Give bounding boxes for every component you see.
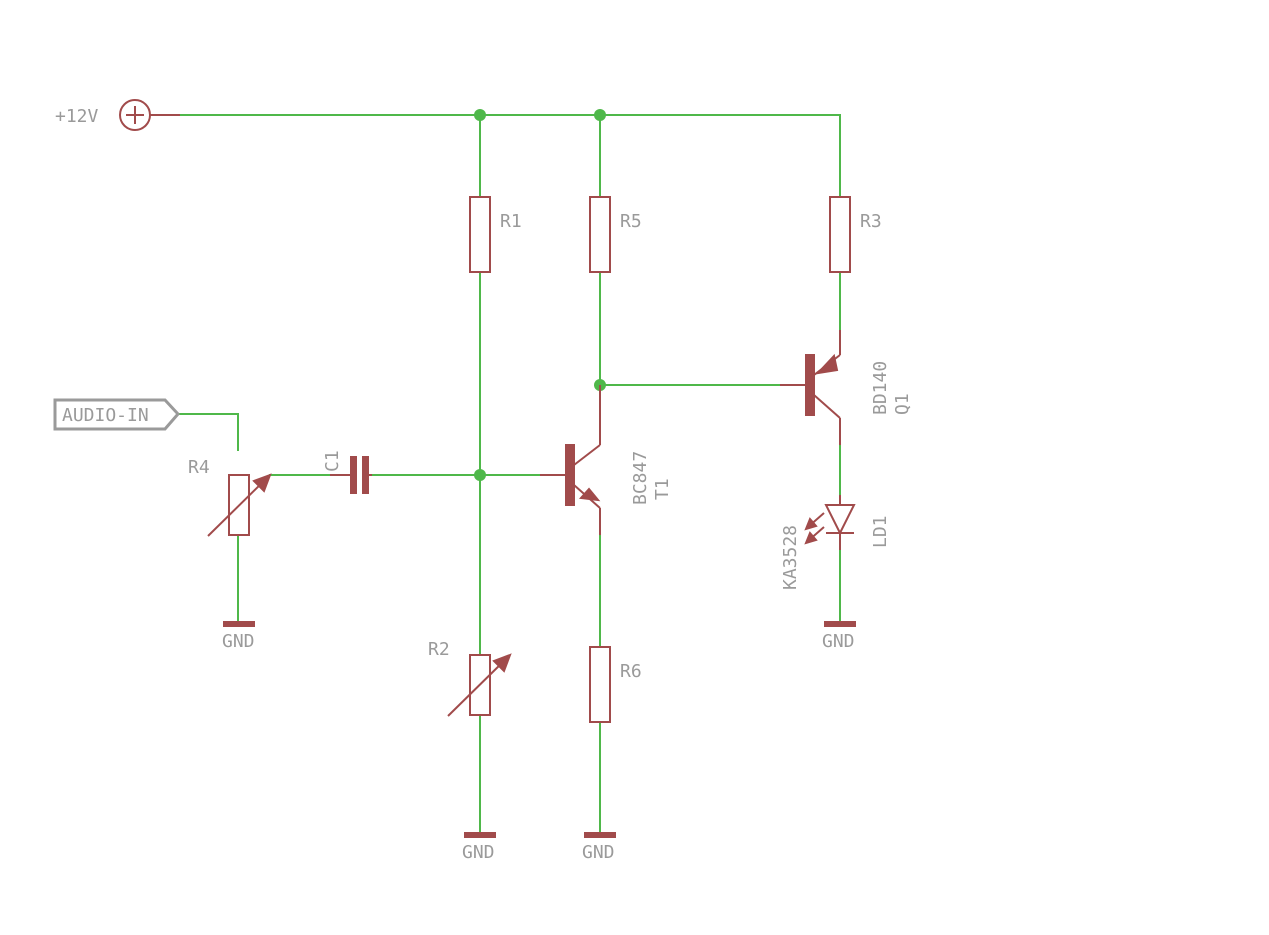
q1-base-bar — [805, 354, 815, 416]
gnd-label: GND — [462, 842, 495, 863]
transistor-q1: BD140 Q1 — [780, 330, 913, 445]
resistor-body — [469, 196, 491, 273]
wire-audio-in — [177, 413, 239, 451]
t1-collector-lead — [573, 444, 601, 466]
variable-arrow-icon — [447, 656, 509, 717]
supply-symbol: +12V — [55, 99, 180, 131]
r3-label: R3 — [860, 211, 882, 232]
light-ray-arrowhead-icon — [804, 531, 818, 545]
r1-label: R1 — [500, 211, 522, 232]
resistor-body — [589, 196, 611, 273]
junction-dot — [594, 109, 606, 121]
junction-dot — [474, 109, 486, 121]
transistor-t1: BC847 T1 — [540, 385, 673, 535]
resistor-body — [469, 654, 491, 716]
resistor-body — [829, 196, 851, 273]
wires — [149, 114, 841, 836]
q1-name-label: Q1 — [892, 393, 913, 415]
q1-collector-lead — [813, 394, 841, 419]
junction-dot — [474, 469, 486, 481]
t1-base-bar — [565, 444, 575, 506]
q1-value-label: BD140 — [870, 361, 891, 415]
resistor-r5: R5 — [589, 196, 642, 273]
t1-name-label: T1 — [652, 478, 673, 500]
c1-plate-left — [350, 456, 357, 494]
r5-label: R5 — [620, 211, 642, 232]
wire-supply-rail — [149, 114, 841, 196]
variable-arrow-icon — [207, 476, 269, 537]
ground-bar-icon — [464, 832, 496, 838]
arrow-head-icon — [252, 473, 272, 493]
ground-bar-icon — [584, 832, 616, 838]
ground-r4: GND — [222, 621, 255, 652]
port-flag-icon — [53, 398, 181, 431]
potentiometer-r2: R2 — [428, 639, 512, 717]
ld1-value-label: KA3528 — [780, 525, 801, 590]
resistor-body — [228, 474, 250, 536]
gnd-label: GND — [822, 631, 855, 652]
light-ray-arrowhead-icon — [804, 517, 818, 531]
potentiometer-r4: R4 — [188, 457, 272, 537]
t1-value-label: BC847 — [630, 451, 651, 505]
capacitor-c1: C1 — [322, 450, 372, 494]
supply-label: +12V — [55, 106, 99, 127]
r2-label: R2 — [428, 639, 450, 660]
junctions — [474, 109, 606, 481]
ld1-name-label: LD1 — [870, 515, 891, 548]
t1-emitter-arrow-icon — [578, 487, 601, 502]
plus-circle-icon — [119, 99, 151, 131]
resistor-body — [589, 646, 611, 723]
q1-emitter-arrow-icon — [815, 353, 839, 375]
led-ld1: KA3528 LD1 — [780, 495, 891, 590]
port-label: AUDIO-IN — [62, 405, 149, 426]
r6-label: R6 — [620, 661, 642, 682]
resistor-r6: R6 — [589, 646, 642, 723]
ld1-diode-triangle-icon — [824, 504, 856, 536]
ground-ld1: GND — [822, 621, 856, 652]
r4-label: R4 — [188, 457, 210, 478]
gnd-label: GND — [582, 842, 615, 863]
ground-r2: GND — [462, 832, 496, 863]
ground-bar-icon — [223, 621, 255, 627]
ground-r6: GND — [582, 832, 616, 863]
audio-in-port: AUDIO-IN — [53, 398, 181, 431]
c1-plate-right — [362, 456, 369, 494]
resistor-r3: R3 — [829, 196, 882, 273]
gnd-label: GND — [222, 631, 255, 652]
resistor-r1: R1 — [469, 196, 522, 273]
c1-label: C1 — [322, 450, 343, 472]
arrow-head-icon — [492, 653, 512, 673]
ground-bar-icon — [824, 621, 856, 627]
